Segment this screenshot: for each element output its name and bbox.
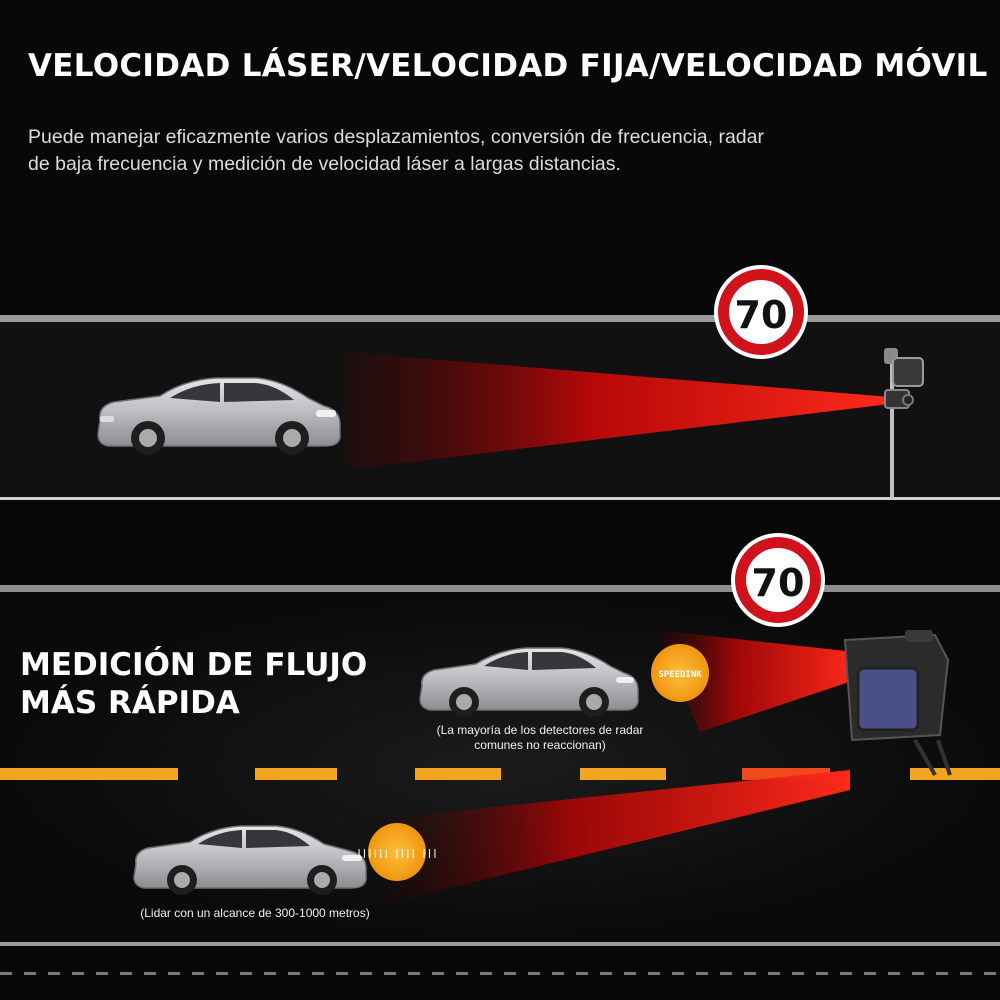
radar-detector-icon xyxy=(651,644,709,702)
description: Puede manejar eficazmente varios desplaz… xyxy=(28,126,764,175)
section-heading-line1: MEDICIÓN DE FLUJO xyxy=(20,647,368,683)
caption-radar-line2: comunes no reaccionan) xyxy=(474,738,606,752)
caption-radar-line1: (La mayoría de los detectores de radar xyxy=(436,723,644,737)
caption-lidar: (Lidar con un alcance de 300-1000 metros… xyxy=(140,906,370,920)
speed-camera-box-icon xyxy=(843,630,952,776)
sedan-car-icon xyxy=(97,377,341,455)
lane-line-1 xyxy=(0,315,1000,322)
bottom-dashed-line xyxy=(0,972,996,975)
speed-limit-sign-icon xyxy=(731,533,825,627)
sedan-car-icon xyxy=(133,825,367,895)
page-title: VELOCIDAD LÁSER/VELOCIDAD FIJA/VELOCIDAD… xyxy=(28,48,988,84)
lane-line-2 xyxy=(0,497,1000,500)
badge-upper-label: SPEEDINK xyxy=(658,670,702,680)
radar-beam-middle xyxy=(655,630,855,732)
speed-camera-icon xyxy=(884,348,924,498)
lane-line-4 xyxy=(0,942,1000,946)
speed-limit-sign-icon xyxy=(714,265,808,359)
badge-lower-label: |||||| |||| ||| xyxy=(356,849,437,859)
section-heading: MEDICIÓN DE FLUJO MÁS RÁPIDA xyxy=(20,646,400,722)
caption-radar: (La mayoría de los detectores de radar c… xyxy=(410,723,670,753)
sedan-car-icon xyxy=(419,647,639,717)
laser-beam-lower xyxy=(380,770,850,905)
lane-line-3 xyxy=(0,585,1000,592)
laser-beam-upper xyxy=(345,352,890,470)
section-heading-line2: MÁS RÁPIDA xyxy=(20,685,240,721)
radar-detector-icon xyxy=(368,823,426,881)
speed-sign-bottom-value: 70 xyxy=(752,561,805,605)
speed-sign-top-value: 70 xyxy=(735,293,788,337)
